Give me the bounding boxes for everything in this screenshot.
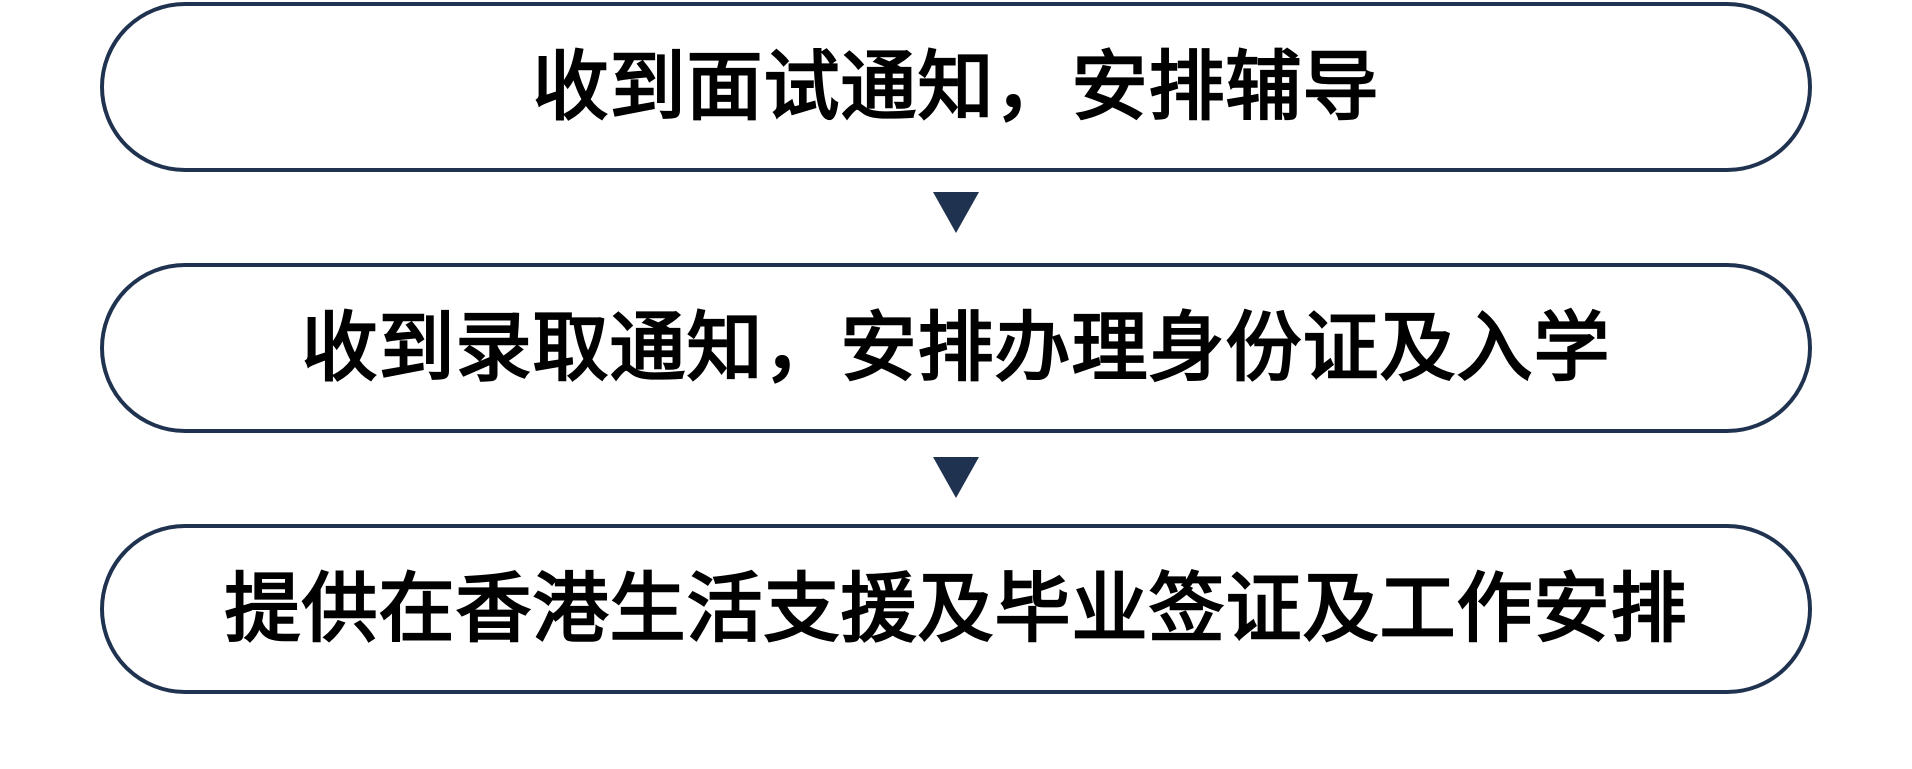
down-arrow-icon <box>933 192 979 233</box>
flow-step-label: 收到录取通知，安排办理身份证及入学 <box>301 303 1611 392</box>
flow-step-admission-notice: 收到录取通知，安排办理身份证及入学 <box>100 263 1812 433</box>
flow-step-label: 提供在香港生活支援及毕业签证及工作安排 <box>224 564 1688 653</box>
flow-step-support-and-work: 提供在香港生活支援及毕业签证及工作安排 <box>100 524 1812 694</box>
flow-step-interview-notice: 收到面试通知，安排辅导 <box>100 2 1812 172</box>
down-arrow-icon <box>933 457 979 498</box>
flow-step-label: 收到面试通知，安排辅导 <box>532 42 1380 131</box>
